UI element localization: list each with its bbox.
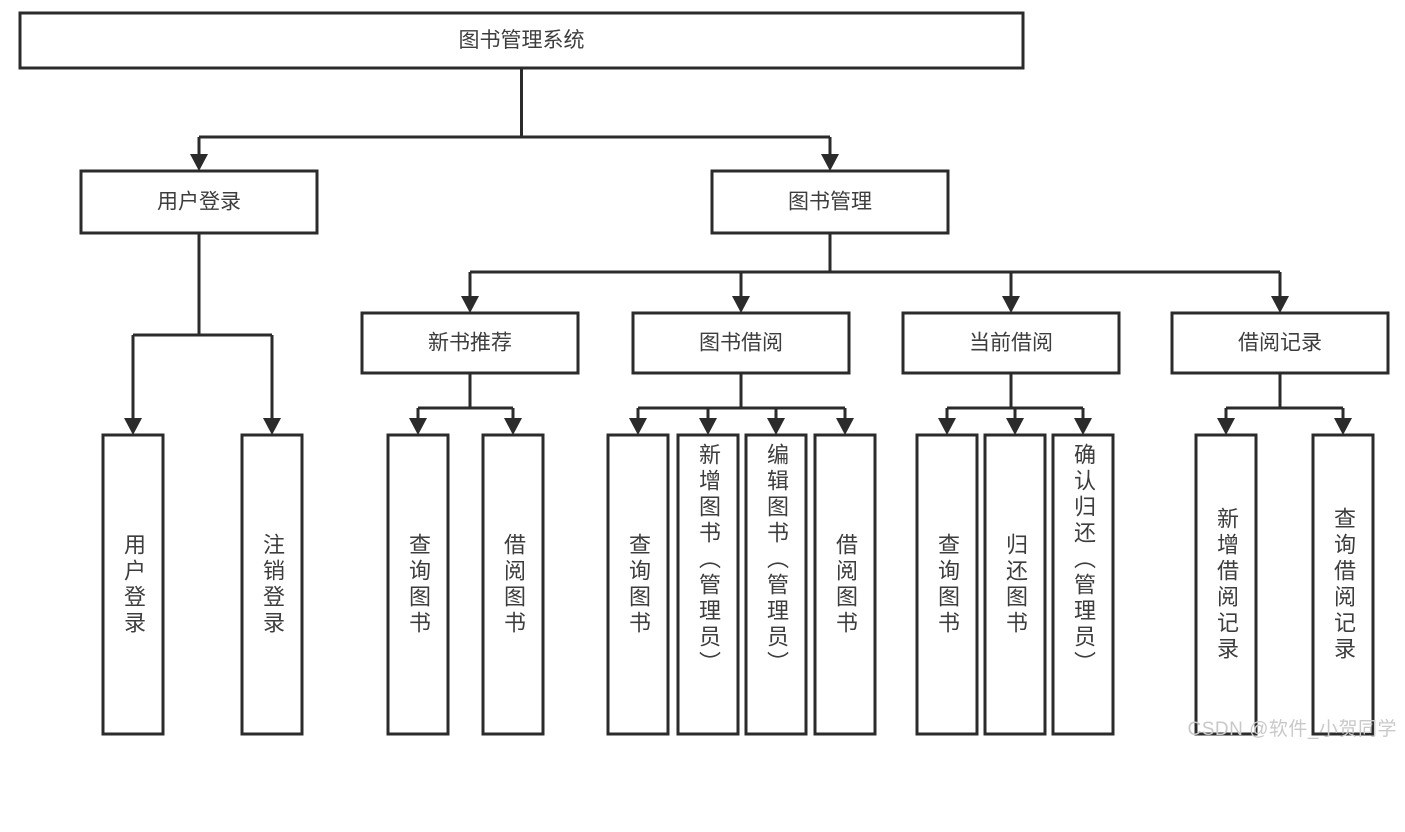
- node-box-borrow-record[interactable]: [1170, 311, 1390, 375]
- node-label-current-borrow: 当前借阅: [969, 332, 1053, 355]
- watermark-text: CSDN @软件_小贺同学: [1187, 719, 1397, 740]
- hierarchy-diagram: 图书管理系统用户登录图书管理新书推荐图书借阅当前借阅借阅记录 用户登录注销登录查…: [18, 11, 1397, 740]
- arrow-head: [190, 154, 208, 171]
- node-label-new-book-recommend: 新书推荐: [428, 332, 512, 355]
- node-label-root: 图书管理系统: [459, 29, 585, 52]
- node-box-leaf-confirm-return[interactable]: [1051, 433, 1115, 736]
- boxes-layer: [18, 11, 1390, 736]
- node-box-leaf-edit-book[interactable]: [744, 433, 808, 736]
- node-box-leaf-query-book-3[interactable]: [915, 433, 979, 736]
- node-box-root[interactable]: [18, 11, 1025, 70]
- arrow-head: [263, 418, 281, 435]
- edges-layer: [124, 68, 1352, 435]
- arrow-head: [1006, 418, 1024, 435]
- node-label-borrow-record: 借阅记录: [1238, 332, 1322, 355]
- node-box-leaf-query-book-1[interactable]: [386, 433, 450, 736]
- arrow-head: [461, 296, 479, 313]
- node-box-book-borrow[interactable]: [631, 311, 851, 375]
- arrow-head: [732, 296, 750, 313]
- arrow-head: [1074, 418, 1092, 435]
- arrow-head: [1334, 418, 1352, 435]
- node-box-user-login[interactable]: [79, 169, 319, 235]
- node-label-book-manage: 图书管理: [788, 191, 872, 214]
- node-box-leaf-user-logout[interactable]: [240, 433, 304, 736]
- node-box-leaf-borrow-book-1[interactable]: [481, 433, 545, 736]
- arrow-head: [699, 418, 717, 435]
- arrow-head: [409, 418, 427, 435]
- node-label-user-login: 用户登录: [157, 191, 241, 214]
- arrow-head: [767, 418, 785, 435]
- node-box-leaf-query-book-2[interactable]: [606, 433, 670, 736]
- arrow-head: [836, 418, 854, 435]
- arrow-head: [1002, 296, 1020, 313]
- node-box-current-borrow[interactable]: [901, 311, 1121, 375]
- node-label-book-borrow: 图书借阅: [699, 332, 783, 355]
- node-box-book-manage[interactable]: [710, 169, 950, 235]
- arrow-head: [629, 418, 647, 435]
- arrow-head: [1217, 418, 1235, 435]
- arrow-head: [124, 418, 142, 435]
- node-box-leaf-add-record[interactable]: [1194, 433, 1258, 736]
- arrow-head: [938, 418, 956, 435]
- node-box-leaf-add-book[interactable]: [676, 433, 740, 736]
- arrow-head: [821, 154, 839, 171]
- node-box-leaf-user-login[interactable]: [101, 433, 165, 736]
- node-box-new-book-recommend[interactable]: [360, 311, 580, 375]
- node-box-leaf-return-book[interactable]: [983, 433, 1047, 736]
- arrow-head: [504, 418, 522, 435]
- node-box-leaf-query-record[interactable]: [1311, 433, 1375, 736]
- node-box-leaf-borrow-book-2[interactable]: [813, 433, 877, 736]
- arrow-head: [1271, 296, 1289, 313]
